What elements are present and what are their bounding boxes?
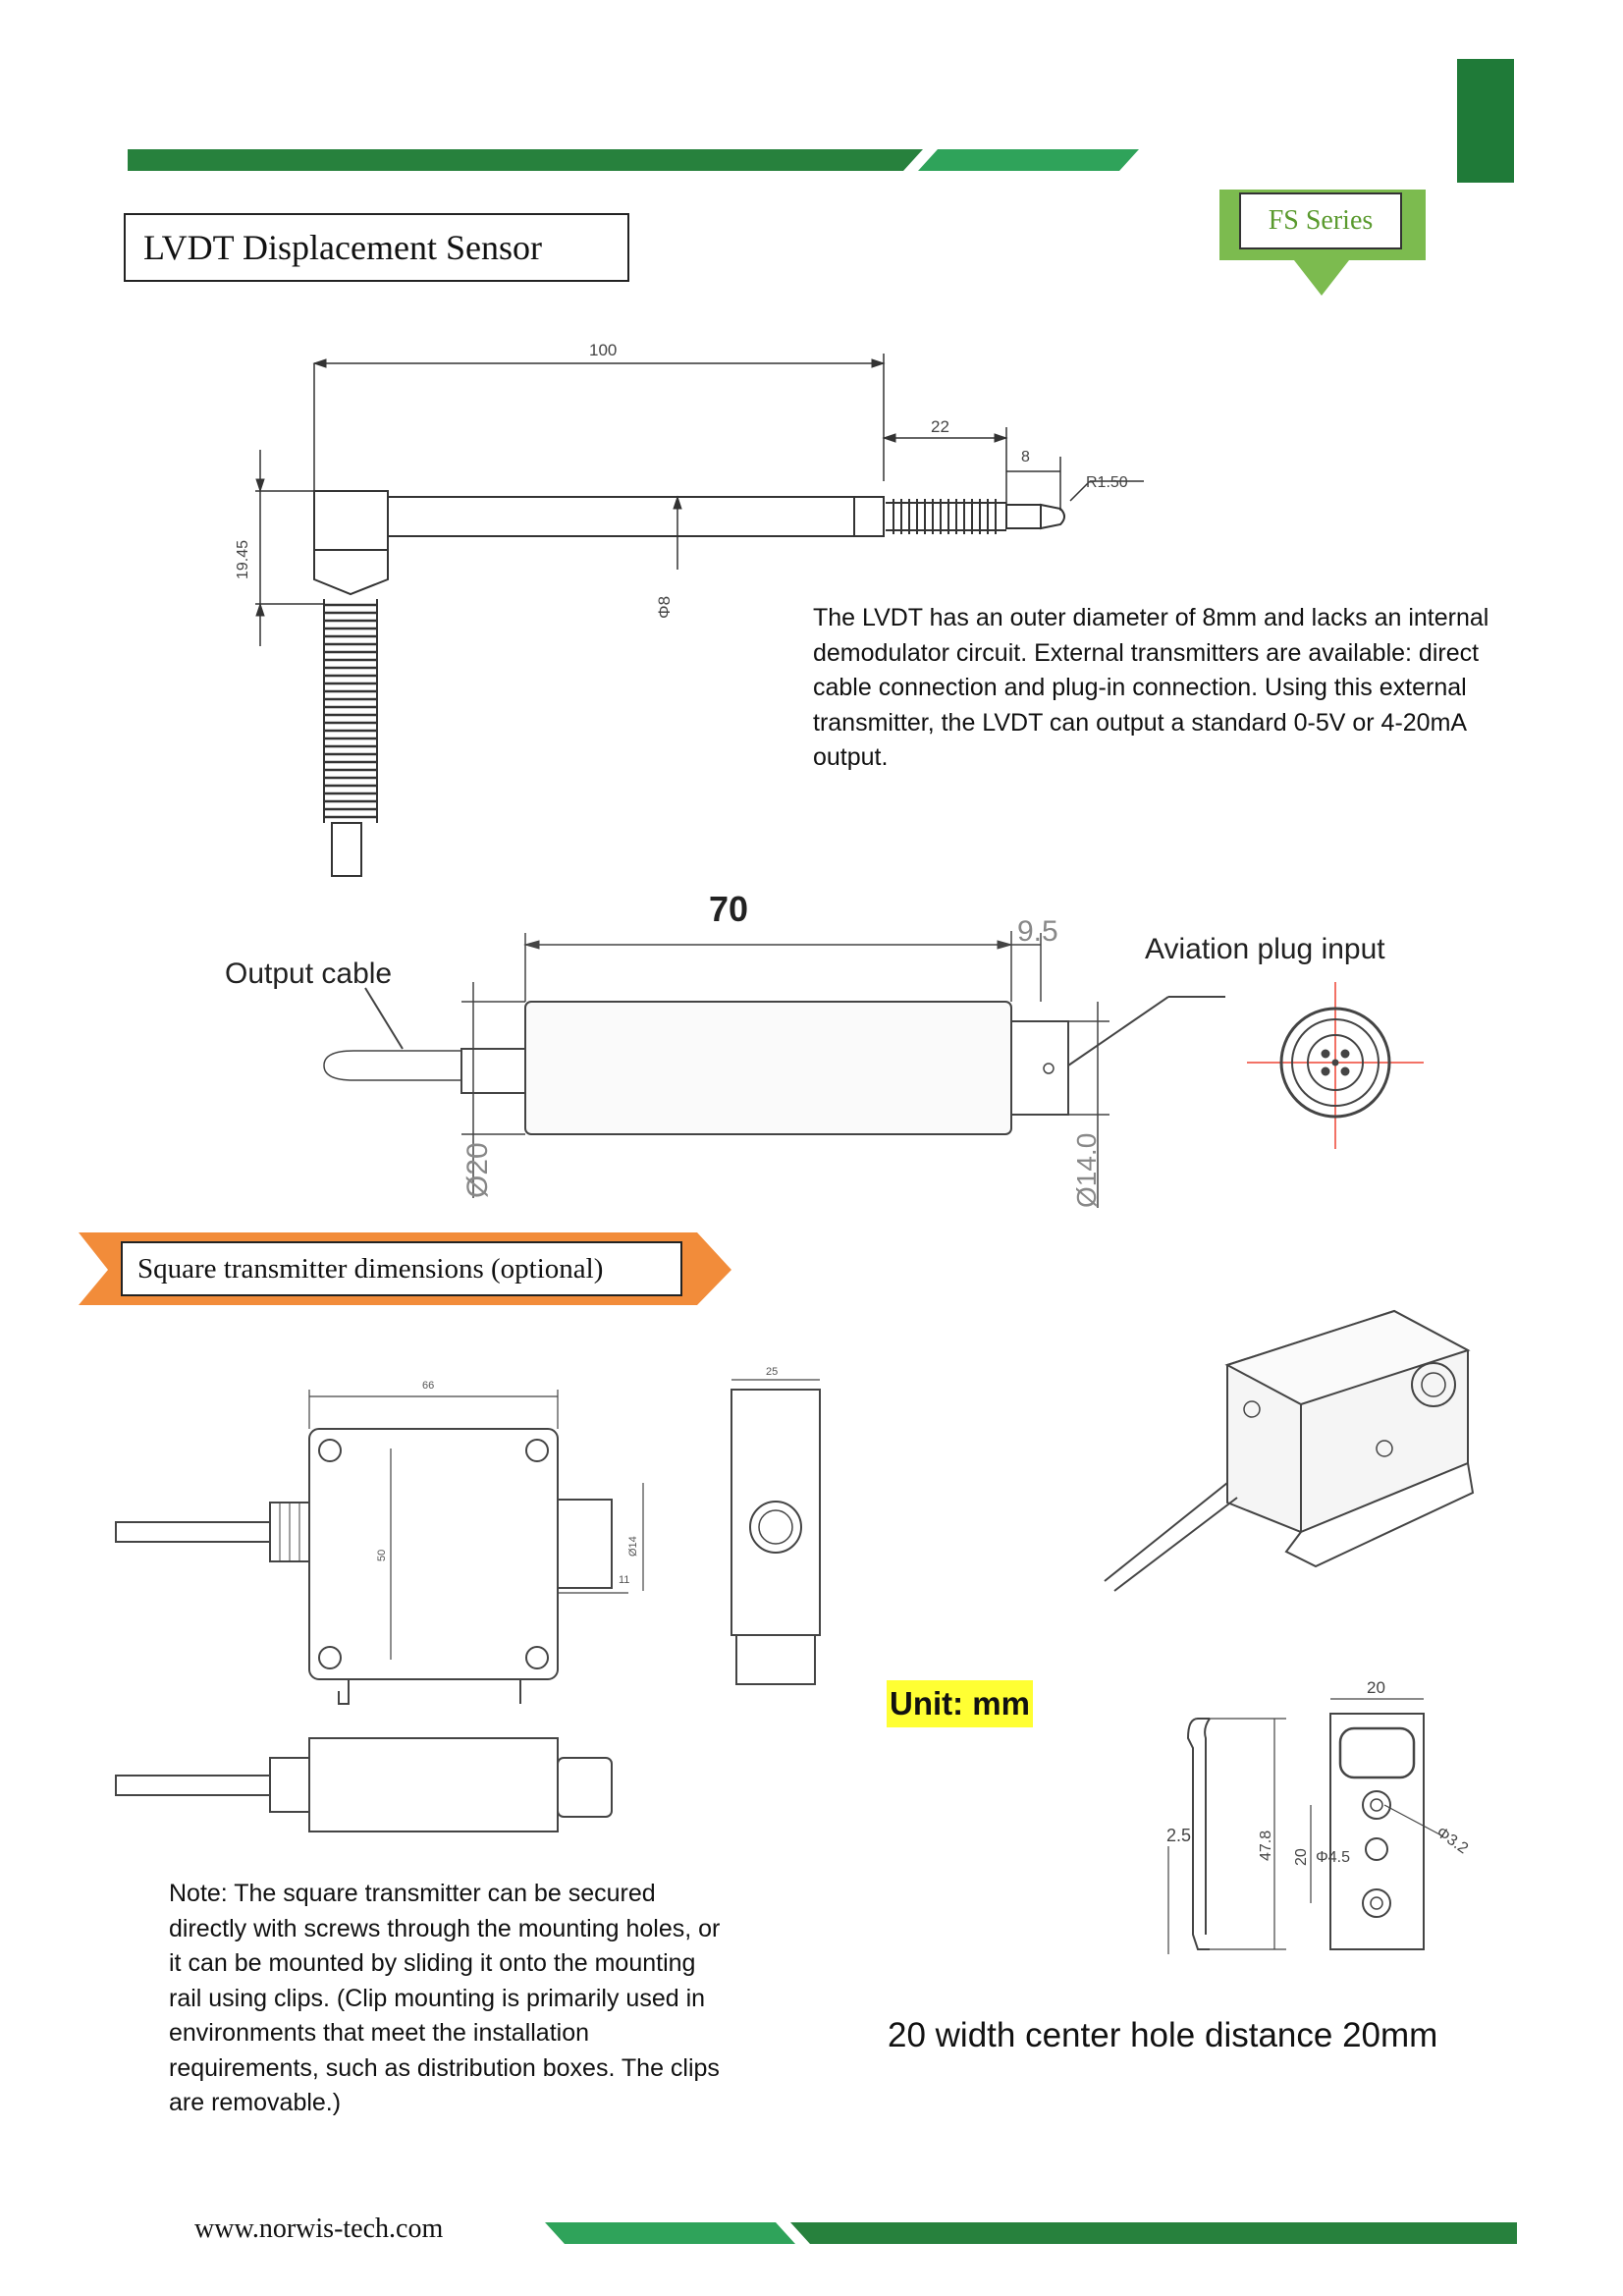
website-link[interactable]: www.norwis-tech.com	[194, 2214, 444, 2244]
aviation-plug-icon	[1247, 982, 1424, 1149]
hole-distance-label: 20 width center hole distance 20mm	[888, 2016, 1438, 2054]
transmitter-3d-view	[1104, 1309, 1475, 1592]
footer-bar-light	[545, 2222, 795, 2244]
dim-22: 22	[931, 417, 949, 436]
dim-height: 19.45	[235, 540, 251, 579]
dim-25: 25	[766, 1366, 778, 1378]
clip-drawing: 2.5 47.8 20 20 Φ4.5 Φ3.2	[1166, 1678, 1472, 1954]
dim-50: 50	[376, 1550, 388, 1561]
dim-diameter: Φ8	[655, 596, 674, 619]
dim-70: 70	[709, 889, 748, 929]
series-badge: FS Series	[1239, 192, 1402, 249]
dim-3-2: Φ3.2	[1434, 1824, 1472, 1857]
dim-14: Ø14	[627, 1536, 639, 1557]
unit-label: Unit: mm	[887, 1680, 1033, 1727]
dim-100: 100	[589, 341, 617, 359]
mounting-note: Note: The square transmitter can be secu…	[169, 1880, 721, 2116]
page-title: LVDT Displacement Sensor	[124, 213, 629, 282]
series-arrow-icon	[1294, 260, 1349, 296]
dim-47-8: 47.8	[1258, 1831, 1274, 1861]
transmitter-drawing: 70 9.5 Ø20 Ø14.0	[323, 889, 1424, 1208]
dim-66: 66	[422, 1380, 434, 1392]
dim-radius: R1.50	[1086, 474, 1128, 491]
dim-20-width: 20	[1367, 1678, 1385, 1697]
output-cable-label: Output cable	[225, 957, 393, 990]
aviation-plug-label: Aviation plug input	[1145, 933, 1385, 965]
footer-bar-dark	[790, 2222, 1517, 2244]
dim-11: 11	[619, 1574, 629, 1586]
header-decoration	[128, 59, 1514, 183]
sensor-description: The LVDT has an outer diameter of 8mm an…	[813, 604, 1489, 771]
footer-decoration	[545, 2222, 1517, 2244]
square-transmitter-drawing: 66 50 Ø14 11 25	[115, 1366, 821, 1832]
corner-block	[1457, 59, 1514, 183]
dim-4-5: Φ4.5	[1316, 1849, 1350, 1866]
dim-9-5: 9.5	[1017, 915, 1058, 948]
header-bar-light	[918, 149, 1139, 171]
header-bar-dark	[128, 149, 923, 171]
dim-8: 8	[1021, 449, 1030, 465]
dim-plug-dia: Ø14.0	[1071, 1133, 1102, 1208]
section-title: Square transmitter dimensions (optional)	[121, 1241, 682, 1296]
dim-20-spacing: 20	[1293, 1848, 1310, 1866]
dim-body-dia: Ø20	[461, 1142, 494, 1198]
dim-2-5: 2.5	[1166, 1826, 1191, 1845]
sensor-drawing: 100 22 8 R1.50 Φ8	[235, 341, 1144, 877]
